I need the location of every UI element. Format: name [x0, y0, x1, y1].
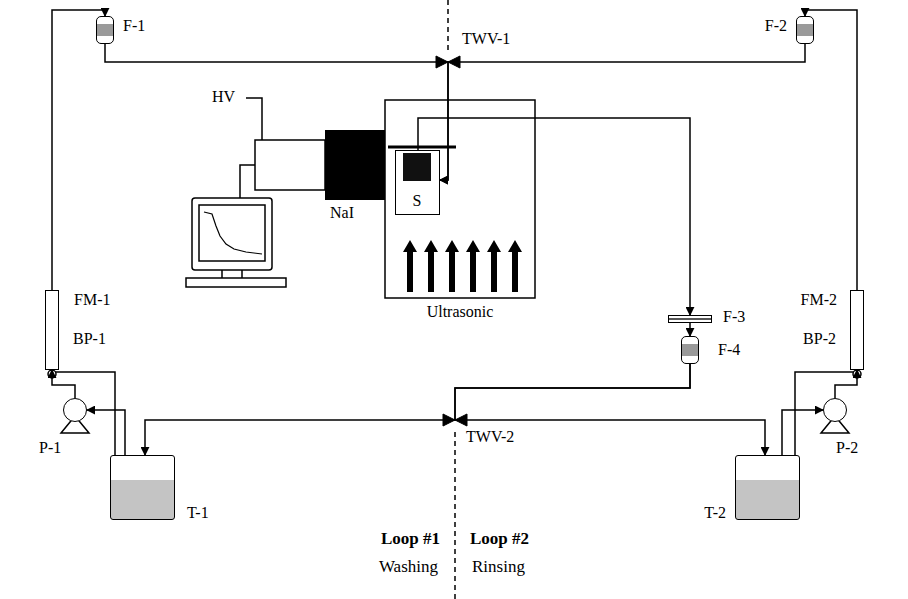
- keyboard: [186, 278, 286, 287]
- ultrasonic-arrow: [508, 240, 522, 292]
- valve-label: BP-1: [73, 330, 106, 348]
- computer-monitor: [192, 198, 272, 270]
- pump: P-2: [823, 398, 847, 422]
- part-label: T-1: [187, 504, 209, 522]
- ultrasonic-arrow: [445, 240, 459, 292]
- part-label: T-2: [704, 504, 726, 522]
- monitor-screen: [199, 205, 265, 261]
- sample-block: [403, 153, 431, 181]
- ultrasonic-arrow: [466, 240, 480, 292]
- valve-label: TWV-1: [462, 30, 510, 48]
- ultrasonic-arrow: [424, 240, 438, 292]
- loop-title: Loop #1: [381, 530, 440, 548]
- ultrasonic-arrow: [487, 240, 501, 292]
- part-label: F-1: [123, 17, 145, 35]
- hv-label: HV: [212, 88, 235, 106]
- part-label: F-3: [723, 308, 745, 326]
- loop-divider: [447, 0, 449, 52]
- pipe-connector: [52, 370, 75, 398]
- loop-function: Rinsing: [472, 558, 525, 576]
- pipe-connector: [52, 10, 105, 290]
- pipe-connector: [440, 44, 805, 180]
- photomultiplier-tube: [255, 140, 325, 190]
- ultrasonic-label: Ultrasonic: [427, 303, 494, 321]
- nai-detector: [325, 130, 385, 200]
- tank: T-2: [735, 455, 800, 520]
- sample-holder: S: [395, 150, 440, 215]
- part-label: P-1: [39, 439, 61, 457]
- loop-divider: [454, 432, 456, 599]
- pipe-connector: [805, 10, 857, 290]
- detector-label: NaI: [330, 204, 354, 222]
- tank: T-1: [110, 455, 175, 520]
- filter-vessel: F-2: [796, 16, 814, 44]
- part-label: P-2: [836, 439, 858, 457]
- pump: P-1: [63, 398, 87, 422]
- loop-function: Washing: [379, 558, 438, 576]
- pipe-connector: [689, 323, 691, 336]
- loop-title: Loop #2: [470, 530, 529, 548]
- holder-plate: [388, 146, 456, 149]
- part-label: FM-1: [74, 291, 110, 309]
- flow-meter: FM-2: [850, 290, 864, 370]
- valve-label: TWV-2: [466, 428, 514, 446]
- decay-curve: [204, 212, 262, 254]
- filter-vessel: F-4: [681, 336, 699, 364]
- pipe-connector: [87, 410, 125, 455]
- part-label: FM-2: [801, 291, 837, 309]
- ultrasonic-arrow: [403, 240, 417, 292]
- filter-vessel: F-1: [96, 16, 114, 44]
- part-label: F-2: [765, 17, 787, 35]
- node-label: S: [413, 192, 422, 210]
- ultrasonic-bath: [385, 100, 535, 298]
- pipe-connector: [145, 364, 690, 455]
- pipe-connector: [835, 370, 857, 398]
- ultrasonic-arrows: [403, 240, 522, 292]
- membrane-filter: F-3: [668, 315, 712, 323]
- hv-lead: [246, 98, 262, 140]
- valve-label: BP-2: [803, 330, 836, 348]
- signal-cable: [240, 165, 255, 198]
- pipe-connector: [455, 364, 765, 455]
- pipe-connector: [418, 118, 690, 315]
- flow-meter: FM-1: [45, 290, 59, 370]
- part-label: F-4: [718, 341, 740, 359]
- monitor-stand: [222, 270, 242, 278]
- pipe-connector: [782, 410, 823, 455]
